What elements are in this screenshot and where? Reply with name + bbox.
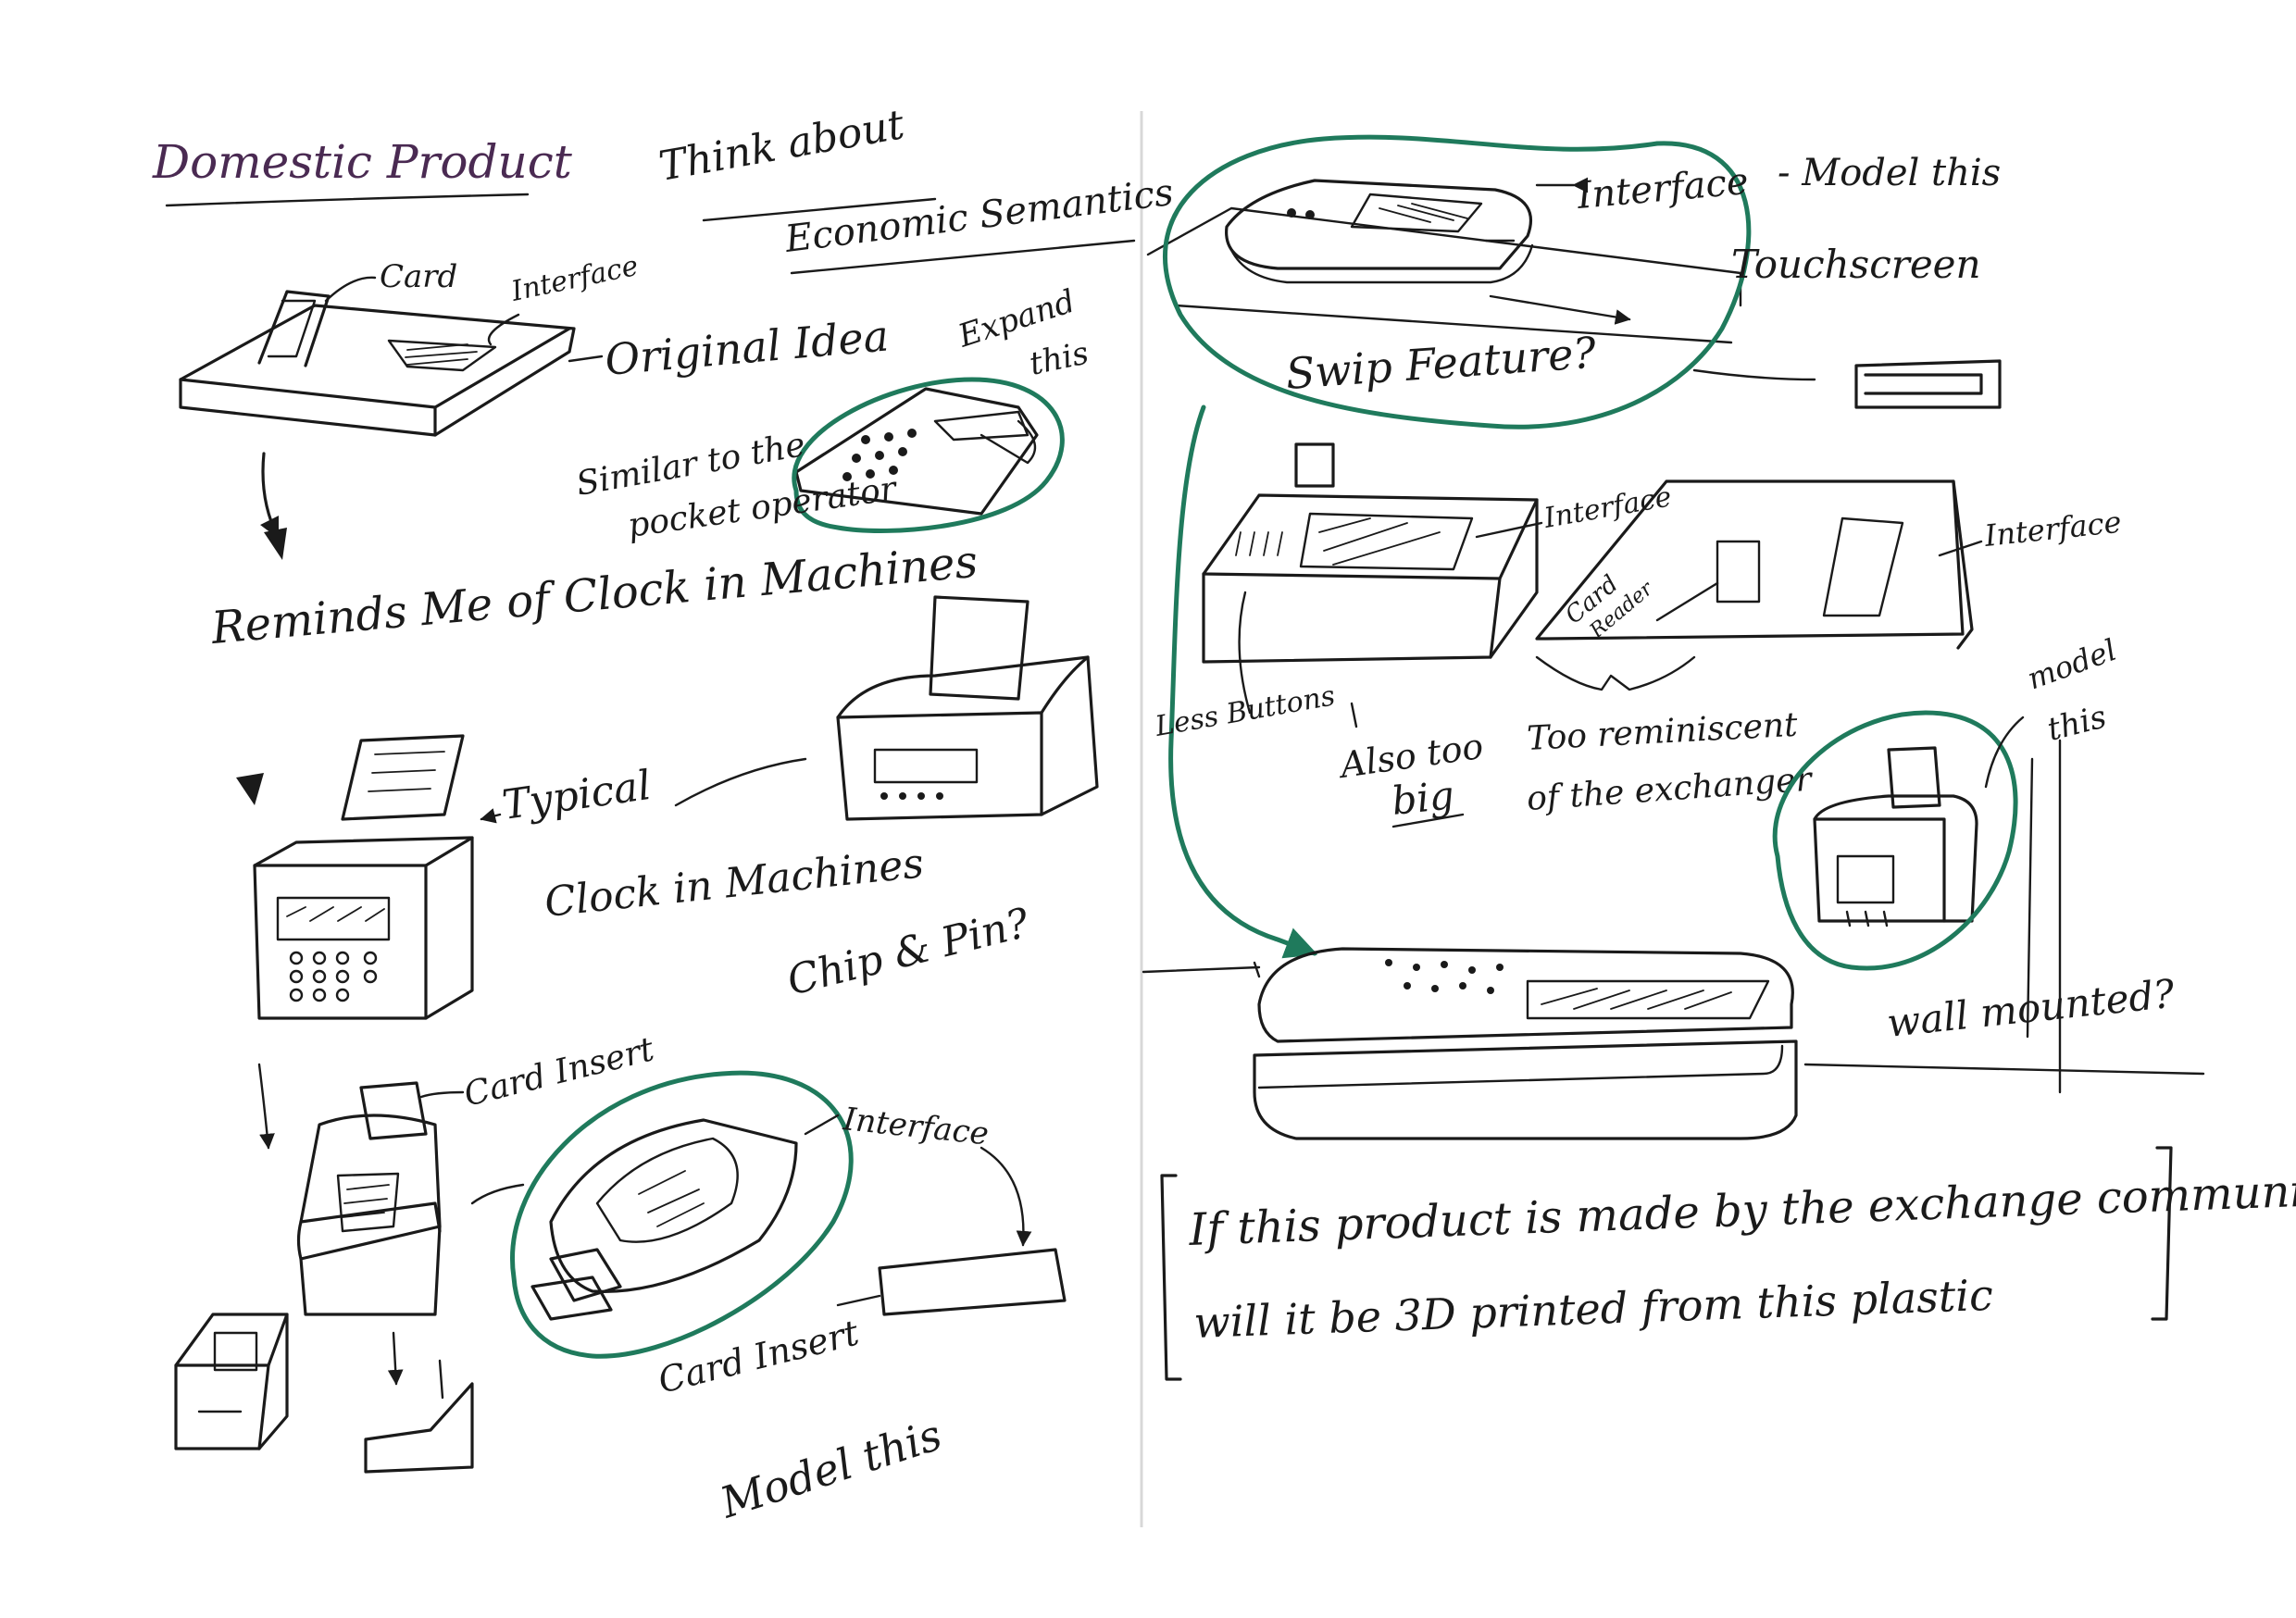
arrow-down-2-head xyxy=(236,773,264,805)
leader-typical-right xyxy=(674,757,807,807)
sketch-card-insert-pod xyxy=(530,1118,798,1321)
sketch-pocket-operator xyxy=(794,387,1039,516)
sketch-clock-machine xyxy=(253,734,474,1020)
label-interface-pod: Interface xyxy=(841,1101,991,1152)
leader-interface-right xyxy=(1938,540,1983,557)
label-touchscreen: Touchscreen xyxy=(1731,242,1981,287)
leader-interface xyxy=(487,313,520,346)
label-card: Card xyxy=(380,258,457,295)
bench-line-right xyxy=(1803,1063,2205,1076)
leader-card xyxy=(324,276,377,303)
sketch-card-slot xyxy=(878,1248,1067,1316)
label-also-2: big xyxy=(1390,772,1456,824)
arrow-down-1-head xyxy=(264,528,287,560)
label-too-reminiscent: Too reminiscent xyxy=(1526,706,1799,758)
think-line-2: Economic Semantics xyxy=(782,171,1176,261)
label-interface-top: Interface xyxy=(1575,160,1750,218)
note-bracket-right xyxy=(2151,1146,2173,1321)
sketch-less-buttons-device xyxy=(1202,442,1539,664)
leader-card-reader xyxy=(1655,581,1719,622)
underline-big xyxy=(1391,813,1465,828)
leader-model-this xyxy=(1984,716,2025,789)
sketch-card-reader-device xyxy=(1535,479,1974,650)
note-line-1: If this product is made by the exchange … xyxy=(1187,1164,2296,1256)
sketch-large-device xyxy=(1253,947,1798,1140)
arrow-down-3 xyxy=(257,1063,275,1150)
leader-interface-pod xyxy=(804,1114,840,1136)
arrow-down-4 xyxy=(387,1331,404,1386)
bench-line xyxy=(1142,961,1261,978)
label-chip: Chip & Pin? xyxy=(782,899,1034,1004)
sketch-small-box xyxy=(174,1313,289,1450)
semantics-underline xyxy=(790,239,1136,275)
label-model-this-2: this xyxy=(2044,698,2111,748)
think-underline xyxy=(702,197,937,222)
sketch-wall-device xyxy=(1813,746,1978,927)
squiggle-brace xyxy=(1535,655,1696,691)
label-typical-1: Typical xyxy=(499,762,654,829)
table-line-front xyxy=(1174,304,1733,344)
label-model-top: - Model this xyxy=(1778,152,2001,194)
wall-line xyxy=(2026,739,2062,1094)
label-interface-mid: Interface xyxy=(1541,480,1674,535)
label-wall: wall mounted? xyxy=(1885,971,2177,1046)
label-interface-right: Interface xyxy=(1982,504,2123,554)
green-circle-pod xyxy=(510,1070,854,1359)
label-card-insert-2: Card Insert xyxy=(655,1312,864,1400)
leader-original xyxy=(568,355,604,363)
leader-swip xyxy=(1692,368,1816,381)
label-typical-2: Clock in Machines xyxy=(543,840,926,927)
leader-less-buttons xyxy=(1238,591,1252,715)
leader-card-slot xyxy=(836,1294,881,1307)
label-model: Model this xyxy=(714,1410,948,1528)
label-interface: Interface xyxy=(507,250,641,308)
green-circle-pocket xyxy=(792,377,1065,533)
tick-also xyxy=(1350,702,1358,728)
leader-card-insert xyxy=(419,1090,465,1099)
green-arrow xyxy=(1168,404,1318,959)
label-model-this-1: model xyxy=(2023,632,2121,697)
arrow-interface-pod xyxy=(980,1146,1032,1247)
label-card-insert: Card Insert xyxy=(460,1030,658,1114)
page-title: Domestic Product xyxy=(152,135,573,189)
sketch-touchscreen-device xyxy=(1225,179,1534,284)
think-line-1: Think about xyxy=(655,101,908,191)
label-swip: Swip Feature? xyxy=(1284,328,1598,399)
green-circle-wall xyxy=(1772,710,2018,971)
title-underline xyxy=(165,193,530,207)
label-original: Original Idea xyxy=(603,310,891,385)
leader-interface-mid xyxy=(1475,521,1543,539)
sketch-original-idea xyxy=(179,290,576,437)
leader-pod-left xyxy=(470,1183,525,1205)
note-line-2: will it be 3D printed from this plastic xyxy=(1192,1270,1993,1348)
label-reminds: Reminds Me of Clock in Machines xyxy=(208,536,980,654)
arrow-down-1 xyxy=(259,452,280,540)
sketch-card-insert-device xyxy=(296,1081,442,1316)
label-expand-2: this xyxy=(1027,334,1092,382)
green-circle-touchscreen xyxy=(1162,134,1752,429)
sketch-swipe-slot xyxy=(1854,359,2002,409)
sketch-wedge xyxy=(364,1359,474,1474)
table-arrow xyxy=(1489,294,1631,325)
leader-typical xyxy=(480,808,502,824)
sketch-clock-machine-2 xyxy=(836,595,1099,821)
note-bracket-left xyxy=(1160,1174,1182,1381)
label-of-exchanger: of the exchanger xyxy=(1526,760,1815,818)
